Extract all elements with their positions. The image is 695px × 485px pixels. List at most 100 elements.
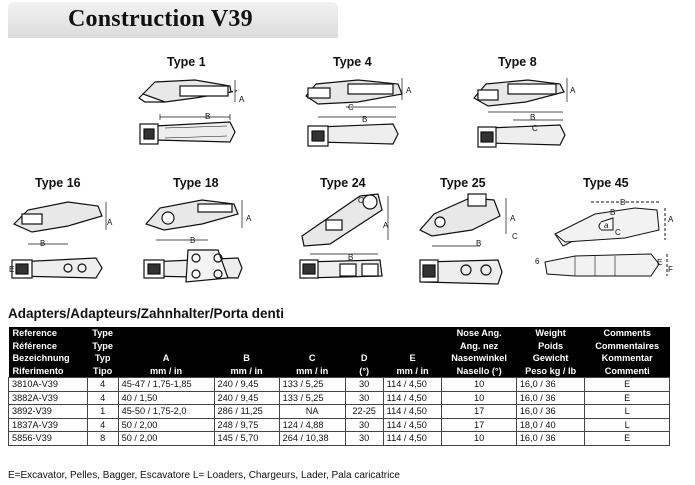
type-45-dim-a: A [668, 215, 674, 224]
cell-reference: 3882A-V39 [8, 390, 88, 405]
type-25-dim-b: B [476, 239, 482, 248]
cell-a: 45-50 / 1,75-2,0 [117, 404, 215, 419]
header-a-2 [118, 339, 214, 352]
header-b-1 [214, 327, 280, 340]
type-45-dim-d: D [620, 198, 626, 207]
type-45-dim-e: E [657, 258, 663, 267]
cell-a: 50 / 2,00 [117, 431, 215, 446]
cell-type: 4 [86, 377, 119, 392]
type-25-drawing [419, 193, 507, 285]
header-row-1: Reference Type Nose Ang. Weight Comments [8, 327, 670, 340]
type-4-dim-b: B [362, 115, 368, 124]
cell-b: 240 / 9,45 [213, 377, 280, 392]
cell-a: 50 / 2,00 [117, 417, 215, 432]
cell-c: 264 / 10,38 [278, 431, 346, 446]
cell-e: 114 / 4,50 [382, 417, 443, 432]
table-row: 3882A-V39 4 40 / 1,50 240 / 9,45 133 / 5… [8, 390, 670, 405]
cell-comments: E [584, 390, 670, 405]
type-45-dim-c: C [615, 228, 621, 237]
header-b-4: mm / in [214, 364, 280, 378]
header-type-1: Type [87, 327, 119, 340]
type-4-dim-c: C [348, 103, 354, 112]
type-24-dim-b: B [348, 253, 354, 262]
cell-b: 248 / 9,75 [213, 417, 280, 432]
type-1-label: Type 1 [167, 55, 206, 69]
header-weight-4: Peso kg / lb [516, 364, 585, 378]
type-25-dim-c: C [512, 232, 518, 241]
type-45-label: Type 45 [583, 176, 629, 190]
cell-d: 30 [344, 431, 384, 446]
cell-d: 22-25 [344, 404, 384, 419]
type-18-dim-a: A [246, 214, 252, 223]
type-45-dim-b: B [610, 208, 616, 217]
header-type-2: Type [87, 339, 119, 352]
cell-type: 1 [86, 404, 119, 419]
header-d-1 [345, 327, 384, 340]
header-e-1 [383, 327, 442, 340]
header-reference-2: Référence [8, 339, 88, 352]
type-25-dim-a: A [510, 214, 516, 223]
table-row: 5856-V39 8 50 / 2,00 145 / 5,70 264 / 10… [8, 431, 670, 446]
header-d-4: (°) [345, 364, 384, 378]
cell-c: 133 / 5,25 [278, 390, 346, 405]
type-16-dim-b: B [40, 239, 46, 248]
cell-d: 30 [344, 377, 384, 392]
adapter-spec-table: Reference Type Nose Ang. Weight Comments… [8, 327, 670, 446]
type-16-drawing [11, 201, 107, 279]
cell-comments: L [584, 404, 670, 419]
cell-d: 30 [344, 417, 384, 432]
type-24-drawing [299, 193, 389, 279]
type-8-dim-b: B [530, 113, 536, 122]
cell-reference: 3892-V39 [8, 404, 88, 419]
type-24-label: Type 24 [320, 176, 366, 190]
type-45-dim-f: F [668, 265, 673, 274]
type-18-drawing [143, 199, 243, 283]
cell-a: 45-47 / 1,75-1,85 [117, 377, 215, 392]
cell-nose-angle: 10 [441, 431, 517, 446]
cell-c: NA [278, 404, 346, 419]
cell-weight: 16,0 / 36 [515, 377, 586, 392]
header-c-2 [279, 339, 346, 352]
table-row: 3810A-V39 4 45-47 / 1,75-1,85 240 / 9,45… [8, 377, 670, 392]
type-4-drawing [305, 78, 403, 147]
cell-b: 240 / 9,45 [213, 390, 280, 405]
section-title: Adapters/Adapteurs/Zahnhalter/Porta dent… [8, 306, 285, 321]
type-4-label: Type 4 [333, 55, 372, 69]
header-row-3: Bezeichnung Typ A B C D E Nasenwinkel Ge… [8, 352, 670, 365]
type-18-label: Type 18 [173, 176, 219, 190]
cell-e: 114 / 4,50 [382, 404, 443, 419]
header-e-3: E [383, 352, 442, 365]
header-row-4: Riferimento Tipo mm / in mm / in mm / in… [8, 364, 670, 378]
header-comments-3: Kommentar [584, 352, 670, 365]
cell-d: 30 [344, 390, 384, 405]
type-4-dim-a: A [406, 86, 412, 95]
header-reference-3: Bezeichnung [8, 352, 88, 365]
header-e-4: mm / in [383, 364, 442, 378]
cell-type: 8 [86, 431, 119, 446]
type-25-label: Type 25 [440, 176, 486, 190]
type-24-dim-a: A [383, 221, 389, 230]
cell-e: 114 / 4,50 [382, 390, 443, 405]
cell-nose-angle: 10 [441, 377, 517, 392]
cell-nose-angle: 17 [441, 404, 517, 419]
type-1-dim-b: B [205, 112, 211, 121]
type-45-dim-alpha: a [604, 221, 609, 230]
type-45-dim-6: 6 [535, 257, 540, 266]
type-16-dim-e: E [9, 265, 15, 274]
cell-comments: E [584, 431, 670, 446]
header-c-3: C [279, 352, 346, 365]
footnote: E=Excavator, Pelles, Bagger, Escavatore … [8, 470, 400, 481]
cell-reference: 3810A-V39 [8, 377, 88, 392]
cell-b: 286 / 11,25 [213, 404, 280, 419]
cell-reference: 1837A-V39 [8, 417, 88, 432]
header-a-3: A [118, 352, 214, 365]
header-comments-1: Comments [584, 327, 670, 340]
cell-a: 40 / 1,50 [117, 390, 215, 405]
header-row-2: Référence Type Ang. nez Poids Commentair… [8, 339, 670, 352]
header-b-3: B [214, 352, 280, 365]
header-comments-4: Commenti [584, 364, 670, 378]
type-8-dim-a: A [570, 86, 576, 95]
cell-e: 114 / 4,50 [382, 377, 443, 392]
header-b-2 [214, 339, 280, 352]
header-a-1 [118, 327, 214, 340]
